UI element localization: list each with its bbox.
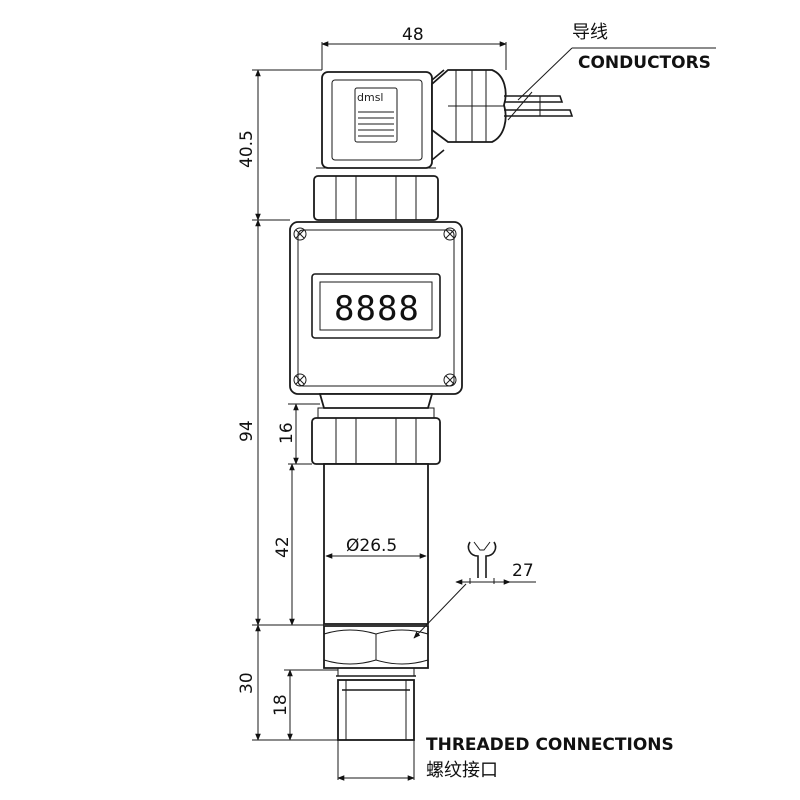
conductors-label-en: CONDUCTORS (578, 53, 711, 73)
lcd-window-outer (311, 273, 441, 339)
dim-label-fitting-height: 30 (237, 672, 257, 694)
wrench-size-symbol (455, 541, 536, 585)
dimension-width-48 (321, 41, 507, 70)
bottom-hex-fitting (323, 625, 429, 677)
upper-hex-nut (313, 167, 439, 221)
dim-label-nut-height: 16 (277, 422, 297, 444)
conductors-label-cn: 导线 (572, 22, 608, 43)
brand-logo: dmsl (357, 91, 384, 104)
dim-label-head-height: 40.5 (237, 130, 257, 168)
lcd-digits: 8888 (334, 289, 420, 329)
din-connector-plug (321, 69, 445, 169)
dim-label-width: 48 (402, 25, 424, 45)
dim-label-diameter: Ø26.5 (346, 536, 397, 556)
display-housing (289, 221, 463, 395)
conductors-leader-line (517, 47, 573, 101)
lower-hex-nut (311, 407, 441, 465)
lcd-window-inner (319, 281, 433, 331)
conductor-wires (504, 91, 574, 121)
cable-gland (431, 69, 507, 143)
dim-label-body-height: 94 (237, 420, 257, 442)
wrench-leader-line (413, 583, 467, 639)
housing-neck (318, 393, 434, 409)
threaded-label-cn: 螺纹接口 (426, 760, 498, 781)
dim-label-thread-height: 18 (271, 694, 291, 716)
threaded-label-en: THREADED CONNECTIONS (426, 735, 674, 755)
dim-label-cylinder-height: 42 (273, 536, 293, 558)
sensor-cylinder (323, 463, 429, 625)
dim-label-wrench: 27 (512, 561, 534, 581)
threaded-connection (337, 679, 415, 741)
